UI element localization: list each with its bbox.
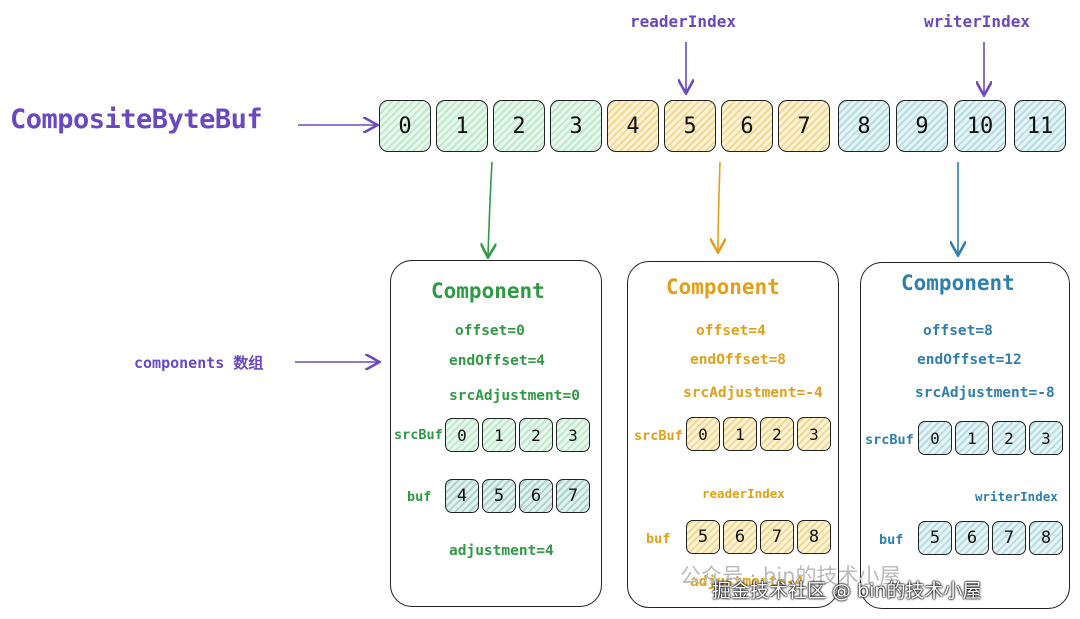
src-adjustment-field: srcAdjustment=-4 [683, 385, 823, 401]
offset-field: offset=8 [923, 323, 993, 339]
buf-cell: 6 [955, 521, 989, 555]
src-buf-cell: 3 [1029, 421, 1063, 455]
buffer-cell: 8 [838, 100, 890, 152]
src-buf-label: srcBuf [865, 432, 914, 448]
src-buf-cell: 1 [723, 417, 757, 451]
buffer-cell: 2 [493, 100, 545, 152]
src-buf-cell: 1 [955, 421, 989, 455]
buf-cell: 7 [760, 520, 794, 554]
buf-cell: 6 [519, 479, 553, 513]
end-offset-field: endOffset=12 [917, 352, 1022, 368]
buf-cell: 5 [918, 521, 952, 555]
src-buf-cell: 3 [556, 418, 590, 452]
end-offset-field: endOffset=8 [690, 352, 787, 368]
watermark-juejin: 掘金技术社区 @ bin的技术小屋 [712, 580, 982, 602]
component-card-1: Component offset=0 endOffset=4 srcAdjust… [390, 260, 602, 607]
buf-label: buf [646, 531, 671, 547]
src-buf-cell: 1 [482, 418, 516, 452]
adjustment-field: adjustment=-4 [690, 574, 804, 590]
component-card-3: Component offset=8 endOffset=12 srcAdjus… [860, 262, 1070, 609]
src-adjustment-field: srcAdjustment=-8 [915, 385, 1055, 401]
src-buf-label: srcBuf [634, 428, 683, 444]
reader-index-pointer-label: readerIndex [702, 486, 785, 501]
offset-field: offset=0 [455, 323, 525, 339]
adjustment-field: adjustment=4 [449, 543, 554, 559]
end-offset-field: endOffset=4 [449, 353, 546, 369]
buffer-cell: 5 [664, 100, 716, 152]
component-title: Component [431, 279, 545, 303]
src-buf-cell: 0 [445, 418, 479, 452]
src-buf-cell: 0 [686, 417, 720, 451]
composite-bytebuf-title: CompositeByteBuf [10, 104, 263, 135]
writer-index-pointer-label: writerIndex [975, 489, 1058, 504]
src-buf-cell: 0 [918, 421, 952, 455]
offset-field: offset=4 [696, 323, 766, 339]
buf-cell: 4 [445, 479, 479, 513]
component-arrow-green [488, 161, 492, 256]
buf-cell: 5 [686, 520, 720, 554]
components-array-label: components 数组 [134, 354, 264, 372]
buffer-cell: 0 [379, 100, 431, 152]
src-buf-cell: 2 [519, 418, 553, 452]
buf-cell: 8 [1029, 521, 1063, 555]
buffer-cell: 1 [436, 100, 488, 152]
src-adjustment-field: srcAdjustment=0 [449, 388, 580, 404]
reader-index-label: readerIndex [630, 12, 736, 31]
watermark-wechat: 公众号 · bin的技术小屋 [680, 564, 901, 588]
src-buf-label: srcBuf [394, 427, 443, 443]
buf-cell: 6 [723, 520, 757, 554]
buf-cell: 7 [556, 479, 590, 513]
component-arrow-orange [718, 161, 720, 251]
component-title: Component [901, 271, 1015, 295]
buffer-cell: 11 [1014, 100, 1066, 152]
component-card-2: Component offset=4 endOffset=8 srcAdjust… [627, 261, 839, 608]
buffer-cell: 6 [721, 100, 773, 152]
buffer-cell: 7 [778, 100, 830, 152]
buffer-cell: 4 [607, 100, 659, 152]
buf-label: buf [879, 532, 904, 548]
buf-cell: 7 [992, 521, 1026, 555]
src-buf-cell: 2 [992, 421, 1026, 455]
buffer-cell: 9 [896, 100, 948, 152]
component-title: Component [666, 275, 780, 299]
buffer-cell: 10 [954, 100, 1006, 152]
buffer-cell: 3 [550, 100, 602, 152]
buf-cell: 5 [482, 479, 516, 513]
writer-index-label: writerIndex [924, 12, 1030, 31]
buf-label: buf [407, 489, 432, 505]
src-buf-cell: 3 [797, 417, 831, 451]
src-buf-cell: 2 [760, 417, 794, 451]
buf-cell: 8 [797, 520, 831, 554]
